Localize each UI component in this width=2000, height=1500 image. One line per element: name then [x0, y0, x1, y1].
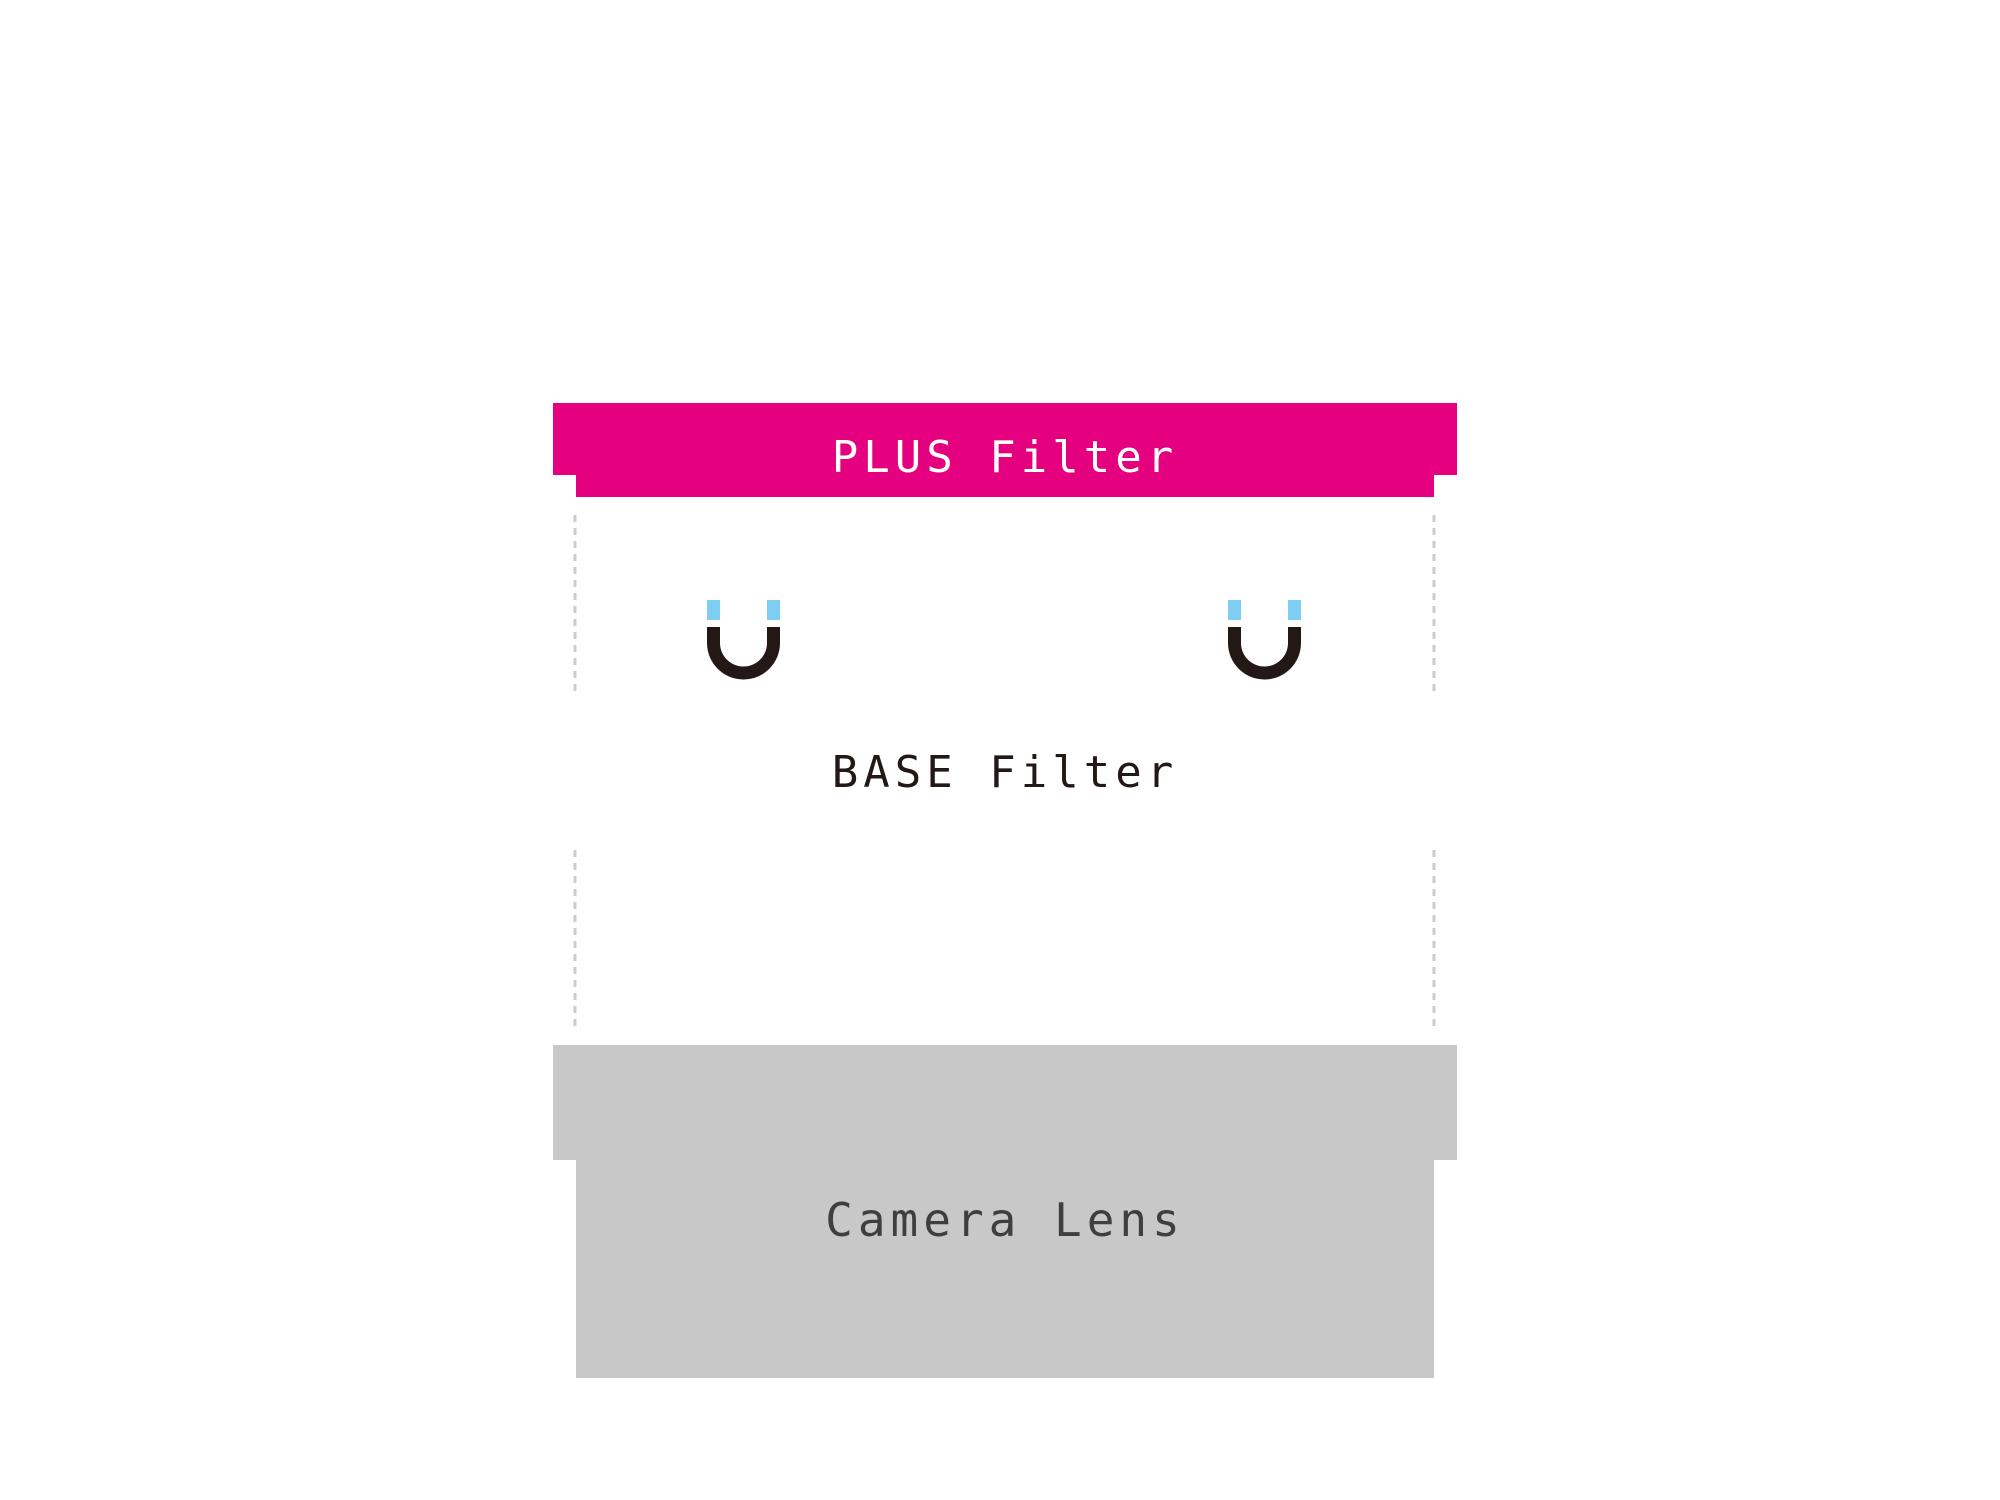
camera-lens-label: Camera Lens — [825, 1193, 1185, 1247]
base-filter-outline — [573, 515, 1436, 1027]
camera-lens-shape — [553, 1045, 1457, 1378]
base-filter-label: BASE Filter — [831, 747, 1179, 798]
plus-filter-label: PLUS Filter — [831, 432, 1179, 483]
magnet-icon — [1228, 600, 1301, 680]
plus-filter-shape — [553, 403, 1457, 497]
magnet-icon — [707, 600, 780, 680]
